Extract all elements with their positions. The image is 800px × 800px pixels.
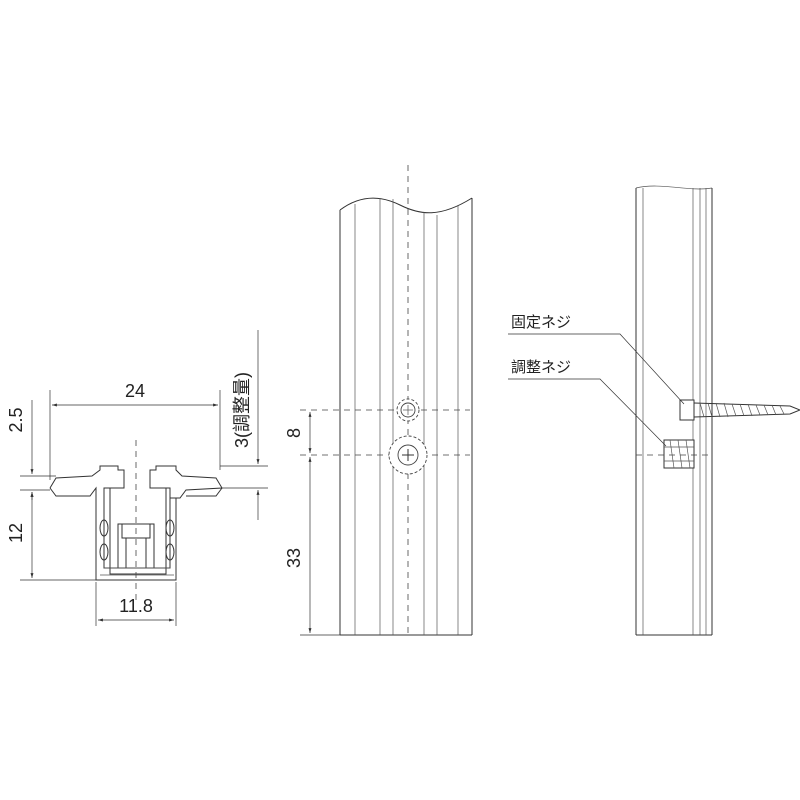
- label-fixing-screw: 固定ネジ: [508, 313, 685, 405]
- dimension-12-label: 12: [6, 523, 26, 543]
- adjusting-screw-icon: [636, 439, 712, 469]
- dimension-body-height: 12: [6, 492, 96, 581]
- dimension-8-label: 8: [284, 428, 304, 438]
- fixing-screw-icon: [679, 399, 800, 421]
- dimension-screw-spacing: 8: [284, 412, 312, 453]
- dimension-adjust-amount: 3(調整量): [220, 330, 268, 520]
- dimension-11-8-label: 11.8: [119, 596, 153, 616]
- dimension-33-label: 33: [284, 548, 304, 568]
- dimension-width-top: 24: [49, 381, 221, 480]
- fixing-screw-head-icon: [396, 398, 420, 422]
- adjusting-screw-head-icon: [388, 435, 428, 475]
- adjusting-screw-label: 調整ネジ: [511, 358, 571, 376]
- dimension-24-label: 24: [125, 381, 145, 401]
- dimension-width-bottom: 11.8: [95, 582, 177, 626]
- label-adjusting-screw: 調整ネジ: [508, 358, 667, 447]
- side-view: [635, 185, 800, 636]
- dimension-3-label: 3(調整量): [232, 372, 252, 448]
- fixing-screw-label: 固定ネジ: [511, 313, 571, 331]
- dimension-lip-height: 2.5: [6, 400, 56, 500]
- dimension-screw-from-bottom: 33: [284, 457, 340, 636]
- cross-section-view: [49, 440, 223, 600]
- front-view: [300, 165, 473, 636]
- dimension-2-5-label: 2.5: [6, 407, 26, 432]
